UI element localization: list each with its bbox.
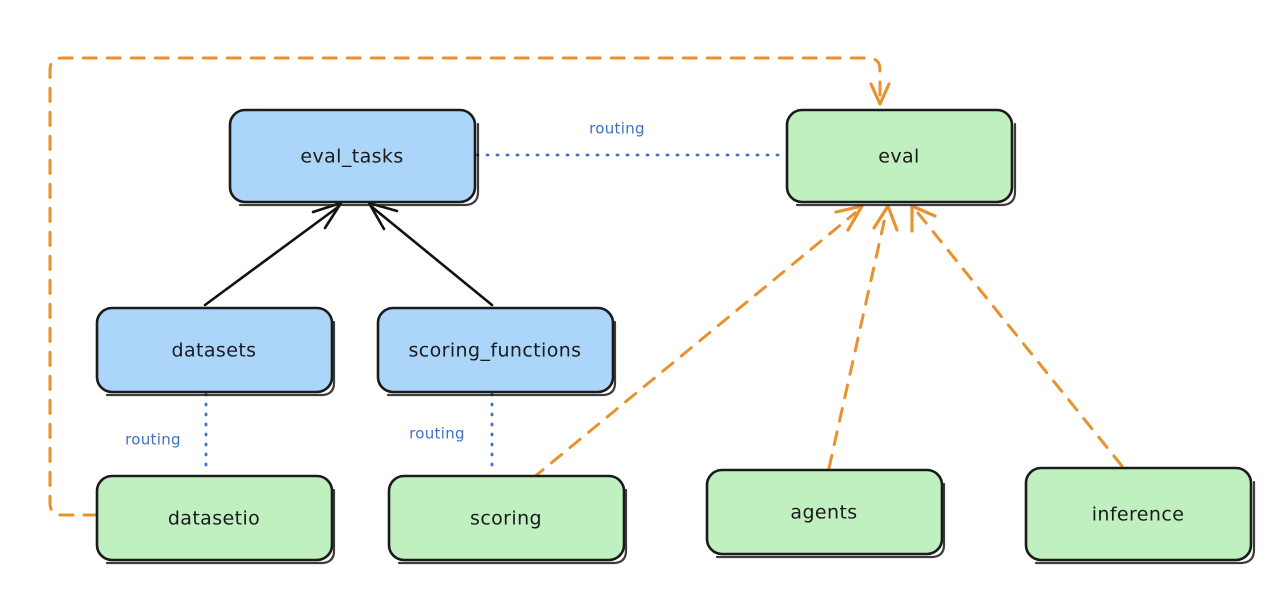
node-scoring-label: scoring (470, 508, 542, 530)
node-agents-shadow (715, 482, 946, 559)
edge-agents-eval-arrowhead (872, 204, 899, 232)
edge-label-routing-middle: routing (409, 425, 465, 443)
edge-label-routing-top: routing (589, 120, 645, 138)
edge-inference-eval-path (916, 211, 1124, 468)
node-inference-shadow (1034, 480, 1256, 565)
node-eval-shadow (795, 122, 1017, 207)
node-agents-label: agents (790, 502, 857, 524)
node-eval[interactable]: eval (785, 108, 1017, 207)
edge-datasets-evaltasks[interactable] (203, 201, 343, 307)
edge-agents-eval[interactable] (827, 204, 899, 470)
edge-layer (48, 56, 1124, 517)
node-scoring-functions-shape (376, 306, 615, 394)
node-datasetio-shape (95, 474, 334, 562)
node-datasets-shape (95, 306, 334, 394)
node-eval-tasks-shadow (238, 122, 480, 207)
node-datasetio-shadow (105, 488, 336, 565)
node-inference-label: inference (1092, 504, 1185, 526)
edge-datasetio-eval[interactable] (48, 56, 891, 517)
node-agents-shape (705, 468, 944, 556)
node-scoring-functions-shadow (386, 320, 617, 397)
edge-scoringfn-evaltasks[interactable] (367, 201, 494, 307)
node-scoring-functions[interactable]: scoring_functions (376, 306, 617, 397)
node-eval-tasks-label: eval_tasks (300, 146, 403, 168)
node-datasets[interactable]: datasets (95, 306, 336, 397)
node-agents[interactable]: agents (705, 468, 946, 559)
node-inference[interactable]: inference (1024, 466, 1256, 565)
edge-scoringfn-evaltasks-path (370, 205, 494, 307)
edge-label-routing-left: routing (125, 431, 181, 449)
node-layer: eval_tasks eval datasets scoring_functio… (95, 108, 1256, 565)
node-scoring-shadow (397, 488, 628, 565)
node-datasets-label: datasets (172, 340, 257, 362)
node-scoring-shape (387, 474, 626, 562)
node-scoring-functions-label: scoring_functions (409, 340, 582, 362)
edge-datasetio-eval-arrowhead (869, 82, 891, 106)
node-inference-shape (1024, 466, 1253, 562)
edge-agents-eval-path (827, 211, 888, 470)
node-datasets-shadow (105, 320, 336, 397)
edge-inference-eval[interactable] (910, 204, 1124, 468)
edge-scoring-eval-path (531, 211, 857, 480)
node-datasetio-label: datasetio (168, 508, 260, 530)
edge-datasets-evaltasks-path (203, 205, 340, 307)
node-eval-tasks[interactable]: eval_tasks (228, 108, 480, 207)
edge-label-layer: routing routing routing (125, 120, 645, 449)
edge-datasetio-eval-path (48, 56, 882, 517)
node-datasetio[interactable]: datasetio (95, 474, 336, 565)
node-scoring[interactable]: scoring (387, 474, 628, 565)
node-eval-shape (785, 108, 1014, 204)
node-eval-tasks-shape (228, 108, 477, 204)
node-eval-label: eval (878, 146, 919, 168)
